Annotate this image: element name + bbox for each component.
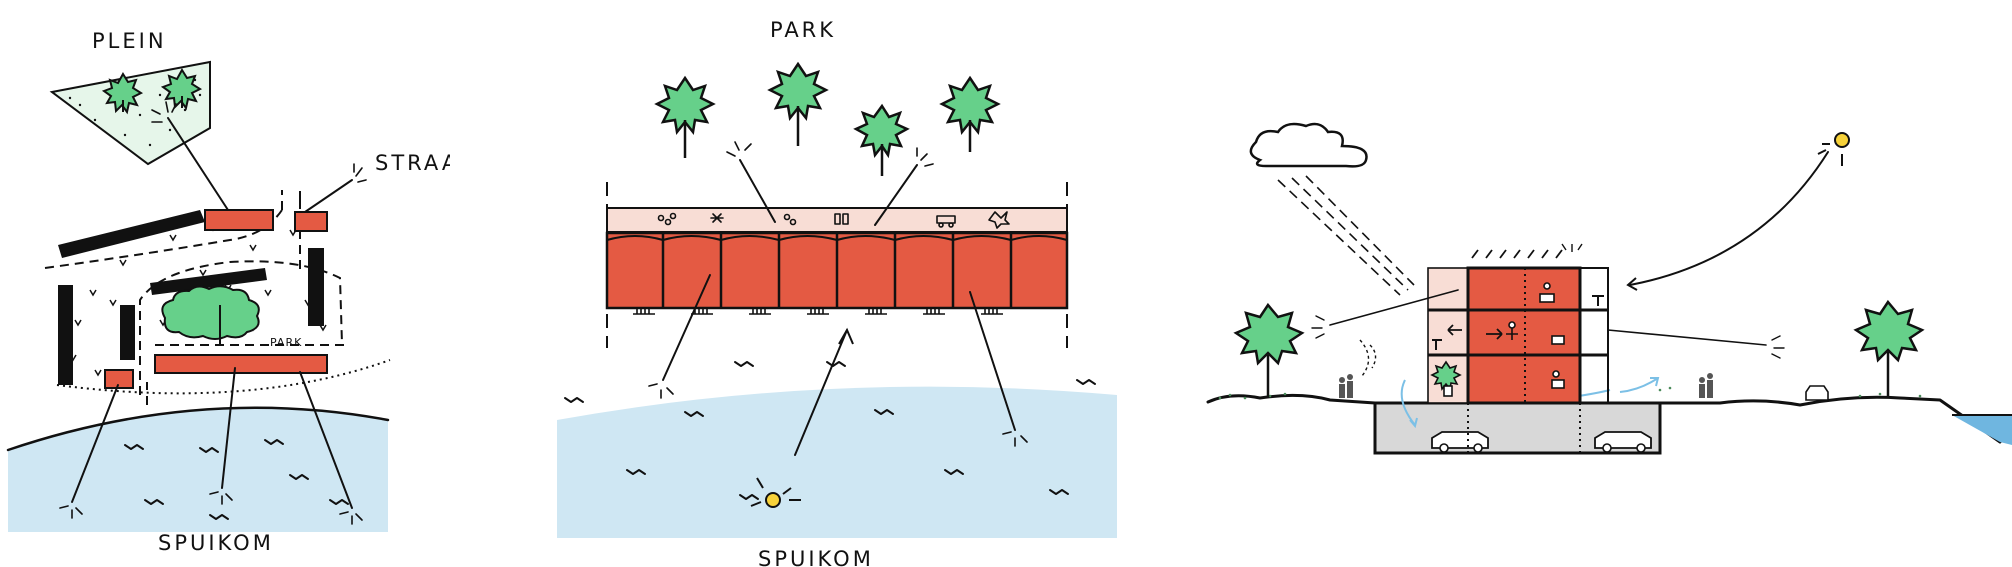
promenade-furniture xyxy=(657,211,1010,229)
cross-section-diagram xyxy=(1206,122,2012,455)
eye-icon xyxy=(59,101,367,525)
eye-icon xyxy=(1311,315,1785,359)
label-spuikom: SPUIKOM xyxy=(158,531,274,555)
tree-icon xyxy=(939,75,1001,152)
view-arrows xyxy=(71,117,353,509)
existing-buildings xyxy=(58,210,324,385)
label-park: PARK xyxy=(770,18,836,42)
house-dividers xyxy=(661,233,1013,308)
cloud-icon xyxy=(1249,122,1368,168)
new-buildings xyxy=(104,209,328,389)
car-icon xyxy=(1594,431,1652,453)
promenade-strip xyxy=(606,207,1068,233)
eye-icon xyxy=(648,141,1028,447)
label-straat: STRAAT xyxy=(375,151,450,175)
site-plan-diagram: PLEIN PARK STRAAT SPUIKOM xyxy=(6,29,450,555)
spuikom-water xyxy=(557,386,1117,538)
park-area xyxy=(161,285,260,340)
water-waves xyxy=(564,361,1096,500)
tree-icon xyxy=(767,61,829,146)
car-icon xyxy=(1805,385,1829,401)
person-icon xyxy=(1339,373,1713,398)
section-edges xyxy=(606,182,1068,348)
ground-line xyxy=(1206,393,2002,455)
tree-icon xyxy=(101,72,144,115)
tree-icon xyxy=(160,68,203,111)
tree-icon xyxy=(1430,360,1462,397)
label-plein: PLEIN xyxy=(92,29,167,53)
rain-lines xyxy=(1277,175,1415,296)
floor-slabs xyxy=(1428,308,1608,357)
spuikom-water xyxy=(8,407,388,532)
view-arrows xyxy=(662,159,1016,456)
sun-icon xyxy=(1817,132,1850,166)
front-gardens xyxy=(633,308,1003,315)
tree-icon xyxy=(1853,299,1925,398)
balconies xyxy=(1432,267,1609,404)
facade-diagram: PARK SPUIKOM xyxy=(557,18,1117,567)
canal-water xyxy=(1952,415,2012,445)
tree-icon xyxy=(654,75,716,158)
sun-icon xyxy=(750,477,801,508)
water-waves xyxy=(124,439,349,520)
label-park: PARK xyxy=(270,336,302,349)
tree-icon xyxy=(853,103,910,176)
tree-icon xyxy=(1233,302,1305,398)
car-icon xyxy=(1431,431,1489,453)
person-icon xyxy=(1506,282,1565,389)
label-spuikom: SPUIKOM xyxy=(758,547,874,567)
